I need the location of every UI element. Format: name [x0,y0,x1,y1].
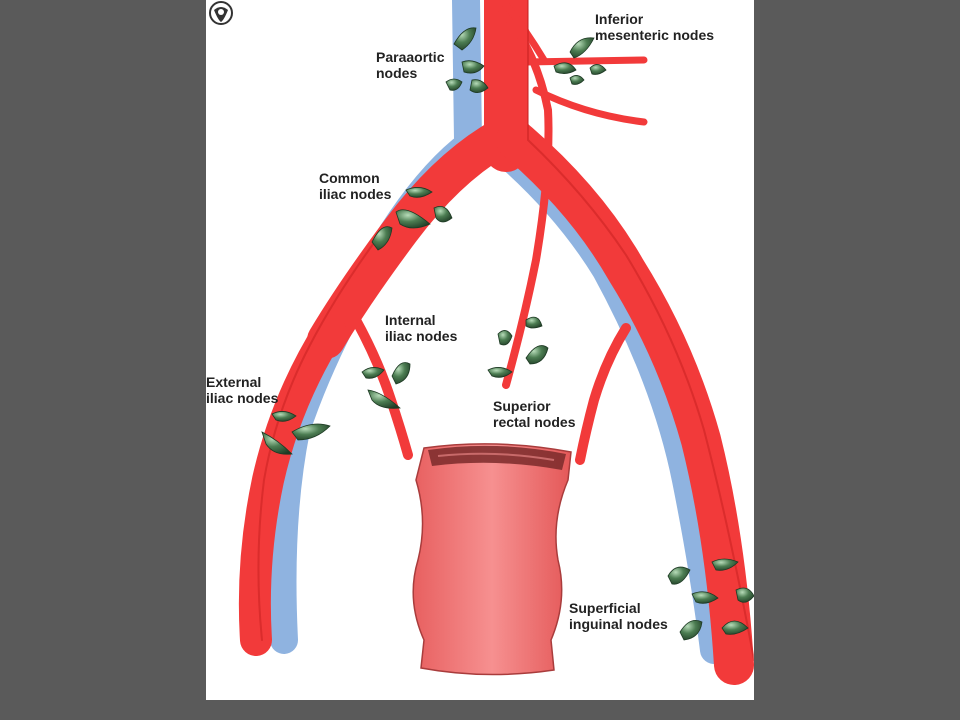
label-line: External [206,374,262,390]
label-internal-iliac-nodes: Internal iliac nodes [385,312,457,344]
lymph-node-icon [361,367,385,379]
lymph-node-icon [291,423,331,441]
label-line: Common [319,170,380,186]
label-superior-rectal-nodes: Superior rectal nodes [493,398,575,430]
upper-branch [502,1,548,64]
label-line: iliac nodes [206,390,279,406]
label-line: Paraaortic [376,49,445,65]
label-line: nodes [376,65,418,81]
sigmoid-artery [532,86,648,126]
arteries [238,0,754,685]
lymph-node-icon [371,226,393,251]
lymph-node-icon [433,205,453,223]
label-line: Superficial [569,600,641,616]
label-line: Superior [493,398,551,414]
label-line: iliac nodes [385,328,458,344]
label-line: rectal nodes [493,414,576,430]
lymph-node-icon [553,62,577,74]
left-external-iliac-artery [238,314,346,656]
rectum [412,443,572,676]
lymph-node-icon [453,27,477,51]
lymph-node-icon [395,209,431,229]
lymph-node-icon [271,411,297,422]
label-line: iliac nodes [319,186,392,202]
lymph-node-icon [691,591,719,604]
label-line: Internal [385,312,436,328]
label-common-iliac-nodes: Common iliac nodes [319,170,391,202]
label-external-iliac-nodes: External iliac nodes [206,374,278,406]
lymph-node-icon [667,566,691,585]
right-internal-iliac-artery [575,323,631,465]
left-internal-iliac-artery [351,315,413,460]
lymph-node-icon [525,345,549,365]
label-superficial-inguinal-nodes: Superficial inguinal nodes [569,600,668,632]
lymph-node-icon [569,37,595,59]
right-common-iliac-artery [496,120,754,685]
label-line: inguinal nodes [569,616,668,632]
lymph-node-icon [721,620,749,635]
label-inferior-mesenteric-nodes: Inferior mesenteric nodes [595,11,714,43]
lymph-node-icon [469,79,489,93]
lymph-node-icon [367,389,401,409]
label-paraaortic-nodes: Paraaortic nodes [376,49,444,81]
ivc-vein [447,0,482,172]
publisher-logo-icon [209,1,233,25]
lymphatic-diagram [238,0,754,685]
lymph-node-icon [735,587,754,603]
lymph-node-icon [711,558,739,571]
lymph-node-icon [497,330,513,346]
diagram-panel: Paraaortic nodes Inferior mesenteric nod… [206,0,754,700]
lymph-node-icon [391,362,411,385]
lymph-node-icon [569,75,585,85]
lymph-node-icon [679,619,703,641]
lymph-node-icon [589,64,607,75]
lymph-node-icon [525,316,543,329]
lymph-node-icon [461,60,485,74]
label-line: Inferior [595,11,644,27]
lymph-node-icon [487,367,513,378]
lymph-nodes [261,27,754,641]
left-common-iliac-artery [307,121,515,359]
lymph-node-icon [445,78,463,91]
label-line: mesenteric nodes [595,27,715,43]
lymph-node-icon [261,431,293,455]
lymph-node-icon [405,187,433,198]
